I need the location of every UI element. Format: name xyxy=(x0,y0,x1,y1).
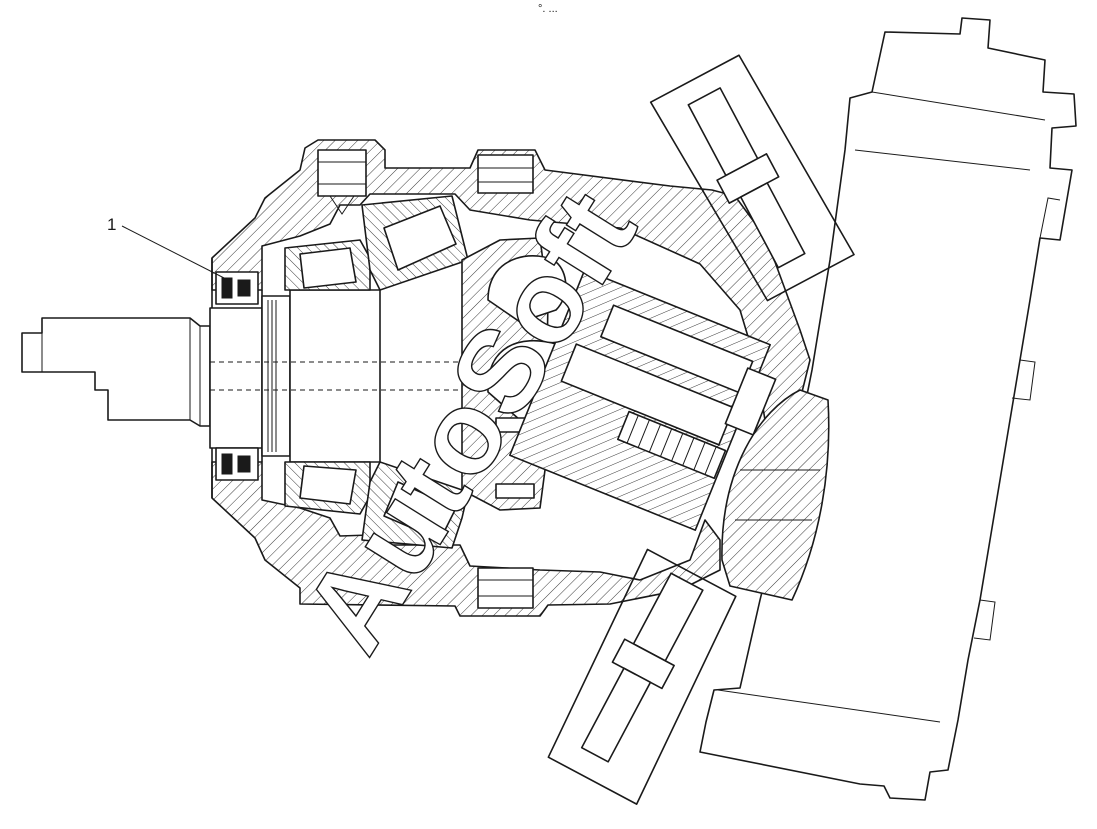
adjustment-screw-top xyxy=(649,54,855,302)
return-spring xyxy=(616,410,727,480)
callout-1-label: 1 xyxy=(107,215,116,234)
housing-bolts xyxy=(317,149,534,609)
input-shaft xyxy=(21,289,470,463)
shaft-seal xyxy=(215,271,259,481)
adjustment-screw-bottom xyxy=(547,548,737,805)
callout-1: 1 xyxy=(107,215,229,281)
port-plate xyxy=(721,389,830,601)
tapered-roller-bearings xyxy=(284,195,469,549)
top-mark: °. ... xyxy=(538,3,558,15)
